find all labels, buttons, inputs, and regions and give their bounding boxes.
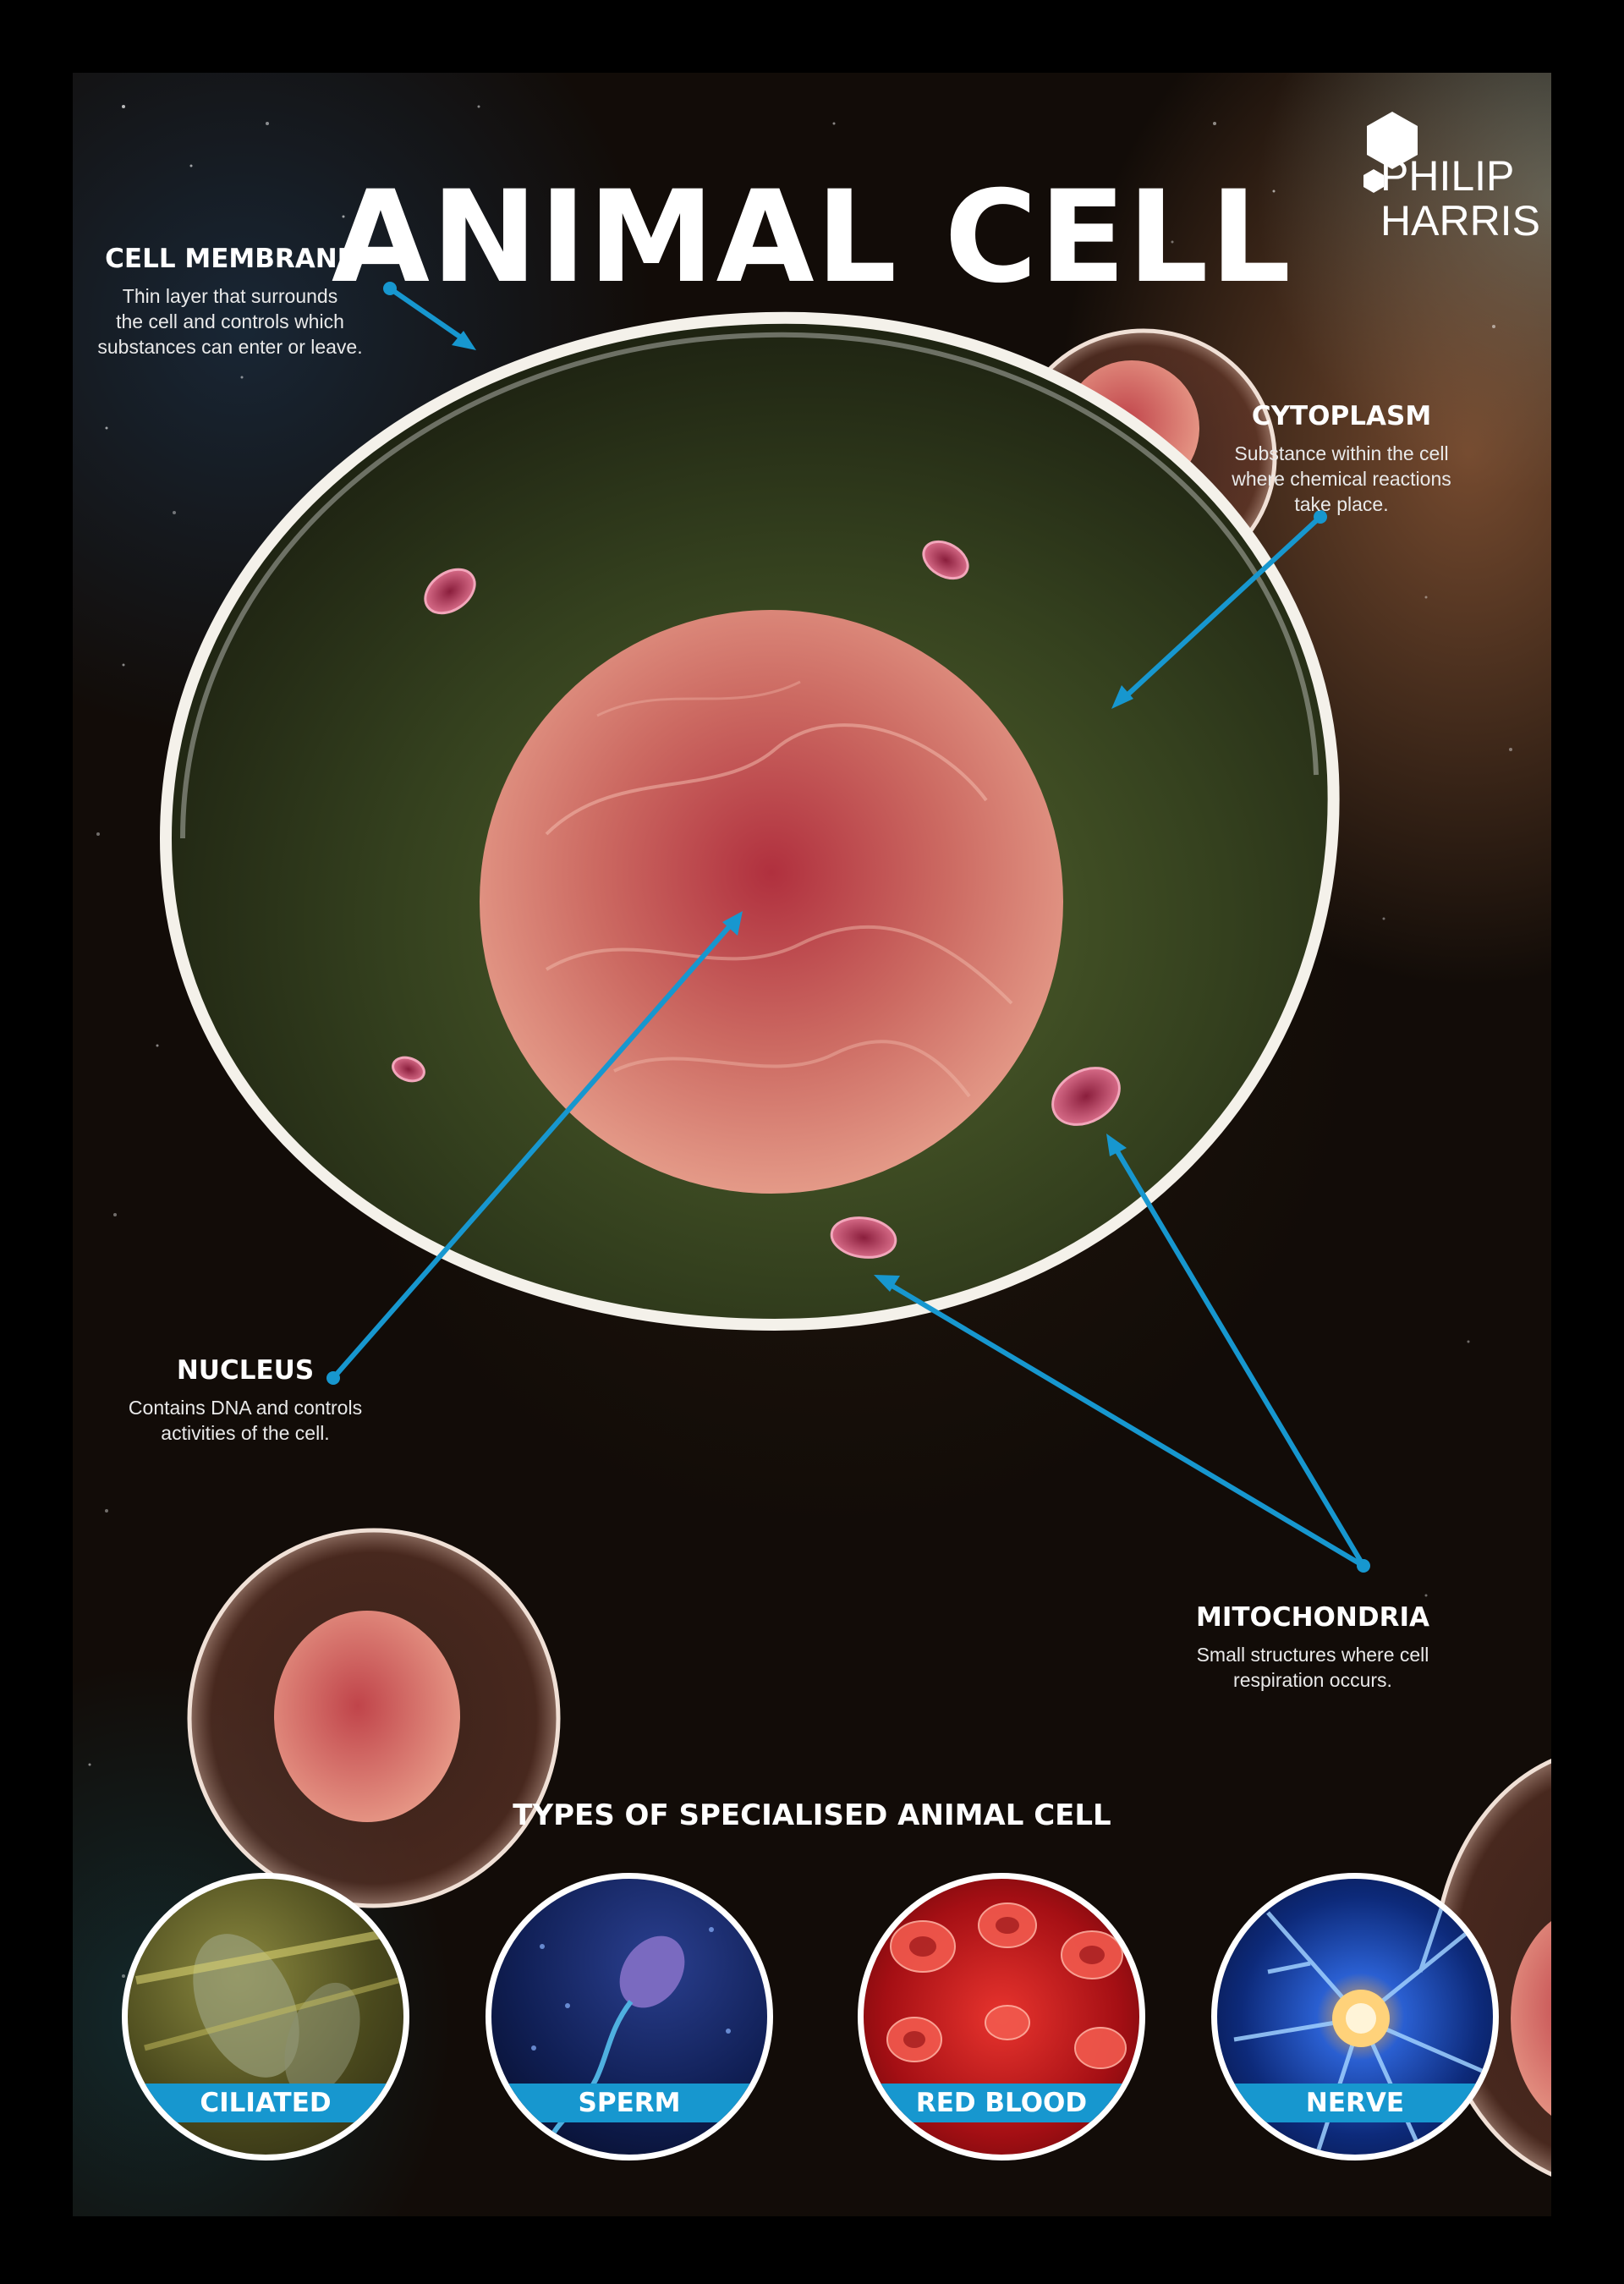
type-label: RED BLOOD: [864, 2084, 1139, 2122]
poster-panel: ANIMAL CELL PHILIP HARRIS CELL MEMBRANE …: [73, 73, 1551, 2216]
type-label: SPERM: [491, 2084, 767, 2122]
label-line: Thin layer that surrounds: [122, 285, 338, 307]
label-line: Small structures where cell: [1196, 1644, 1429, 1666]
label-line: where chemical reactions: [1232, 467, 1451, 490]
label-line: substances can enter or leave.: [97, 335, 363, 358]
label-line: the cell and controls which: [116, 310, 344, 332]
label-heading: CYTOPLASM: [1251, 401, 1432, 431]
star-field: [88, 105, 1512, 1978]
label-line: take place.: [1294, 492, 1389, 515]
label-cytoplasm: CYTOPLASM Substance within the cell wher…: [1215, 401, 1468, 518]
type-circle-sperm: SPERM: [486, 1873, 773, 2160]
label-line: activities of the cell.: [161, 1421, 330, 1444]
label-nucleus: NUCLEUS Contains DNA and controls activi…: [110, 1355, 381, 1447]
brand-logo-text: PHILIP HARRIS: [1380, 154, 1540, 243]
label-line: Substance within the cell: [1234, 442, 1449, 464]
type-label: NERVE: [1217, 2084, 1493, 2122]
cell-artwork: [159, 282, 1551, 2177]
brand-line-1: PHILIP: [1380, 152, 1515, 200]
poster-title: ANIMAL CELL: [331, 164, 1293, 311]
ciliated-cell-icon: [135, 1925, 403, 2097]
small-cell-bottom-left: [187, 1528, 561, 1908]
type-label: CILIATED: [128, 2084, 403, 2122]
red-blood-cell-icon: [886, 1902, 1127, 2069]
label-cell-membrane: CELL MEMBRANE Thin layer that surrounds …: [86, 244, 374, 360]
label-mitochondria: MITOCHONDRIA Small structures where cell…: [1177, 1602, 1448, 1694]
types-title: TYPES OF SPECIALISED ANIMAL CELL: [513, 1798, 1111, 1832]
type-circle-red-blood: RED BLOOD: [858, 1873, 1145, 2160]
type-circle-nerve: NERVE: [1211, 1873, 1499, 2160]
mitochondria-group: [392, 540, 1121, 1259]
hexagon-logo-icon: [1363, 112, 1418, 193]
label-heading: CELL MEMBRANE: [105, 244, 355, 274]
label-line: Contains DNA and controls: [128, 1397, 363, 1419]
label-line: respiration occurs.: [1233, 1668, 1392, 1691]
type-circle-ciliated: CILIATED: [122, 1873, 409, 2160]
label-heading: MITOCHONDRIA: [1195, 1602, 1429, 1633]
brand-line-2: HARRIS: [1380, 196, 1540, 244]
pointer-lines: [326, 282, 1370, 1573]
nucleus: [480, 610, 1063, 1194]
label-heading: NUCLEUS: [176, 1355, 315, 1386]
